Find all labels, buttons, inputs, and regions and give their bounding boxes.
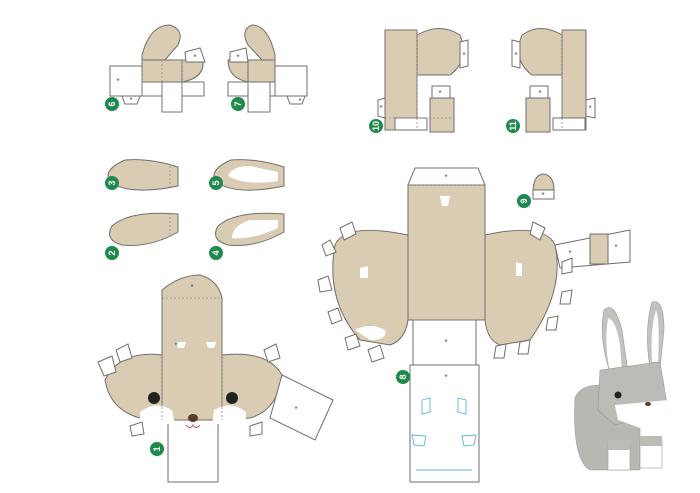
part-11-body-right: * * * (511, 28, 596, 133)
part-11-number-badge: 11 (506, 119, 520, 133)
glue-mark: * (298, 97, 301, 106)
glue-mark: * (444, 173, 447, 182)
part-number-label: 7 (233, 101, 243, 106)
glue-mark: * (236, 53, 239, 62)
part-2-number-badge: 2 (105, 246, 119, 260)
badge-circle (369, 119, 383, 133)
badge-circle (396, 370, 410, 384)
badge-circle (209, 176, 223, 190)
part-number-label: 1 (152, 446, 162, 451)
part-7-leg-right: * * (227, 24, 308, 113)
glue-mark: * (190, 283, 193, 292)
part-number-label: 6 (107, 101, 117, 106)
part-3-ear (107, 159, 179, 191)
badge-circle (105, 176, 119, 190)
badge-circle (105, 97, 119, 111)
part-3-number-badge: 3 (105, 176, 119, 190)
glue-mark: * (129, 96, 132, 105)
part-4-ear (215, 212, 285, 246)
glue-mark: * (588, 104, 591, 113)
part-number-label: 10 (371, 121, 381, 131)
glue-mark: * (116, 77, 119, 86)
badge-circle (150, 442, 164, 456)
glue-mark: * (614, 243, 617, 252)
glue-mark: * (514, 51, 517, 60)
part-4-number-badge: 4 (209, 246, 223, 260)
part-5-ear (213, 159, 285, 191)
glue-mark: * (444, 338, 447, 347)
part-6-leg-left: * * * (109, 24, 206, 113)
glue-mark: * (538, 89, 541, 98)
glue-mark: * (541, 191, 544, 200)
part-10-body-left: * * * (377, 28, 469, 133)
part-2-ear (109, 212, 179, 246)
part-9-tail: * (532, 173, 555, 200)
part-9-number-badge: 9 (517, 194, 531, 208)
glue-mark: * (438, 89, 441, 98)
part-number-label: 5 (211, 180, 221, 185)
badge-circle (209, 246, 223, 260)
badge-circle (506, 119, 520, 133)
glue-mark: * (174, 341, 177, 350)
assembled-rabbit-photo (574, 301, 669, 471)
badge-circle (517, 194, 531, 208)
part-8-number-badge: 8 (396, 370, 410, 384)
part-number-label: 9 (519, 198, 529, 203)
part-6-number-badge: 6 (105, 97, 119, 111)
badge-circle (105, 246, 119, 260)
glue-mark: * (462, 51, 465, 60)
part-number-label: 3 (107, 180, 117, 185)
part-8-body: * * * * * (317, 167, 631, 483)
part-10-number-badge: 10 (369, 119, 383, 133)
part-number-label: 2 (107, 250, 117, 255)
glue-mark: * (294, 405, 297, 414)
glue-mark: * (379, 104, 382, 113)
glue-mark: * (568, 249, 571, 258)
part-5-number-badge: 5 (209, 176, 223, 190)
part-number-label: 11 (508, 121, 518, 131)
part-number-label: 4 (211, 250, 221, 255)
part-number-label: 8 (398, 374, 408, 379)
badge-circle (231, 97, 245, 111)
glue-mark: * (193, 53, 196, 62)
part-7-number-badge: 7 (231, 97, 245, 111)
glue-mark: * (444, 373, 447, 382)
part-1-number-badge: 1 (150, 442, 164, 456)
part-1-head: * * * (97, 274, 334, 483)
